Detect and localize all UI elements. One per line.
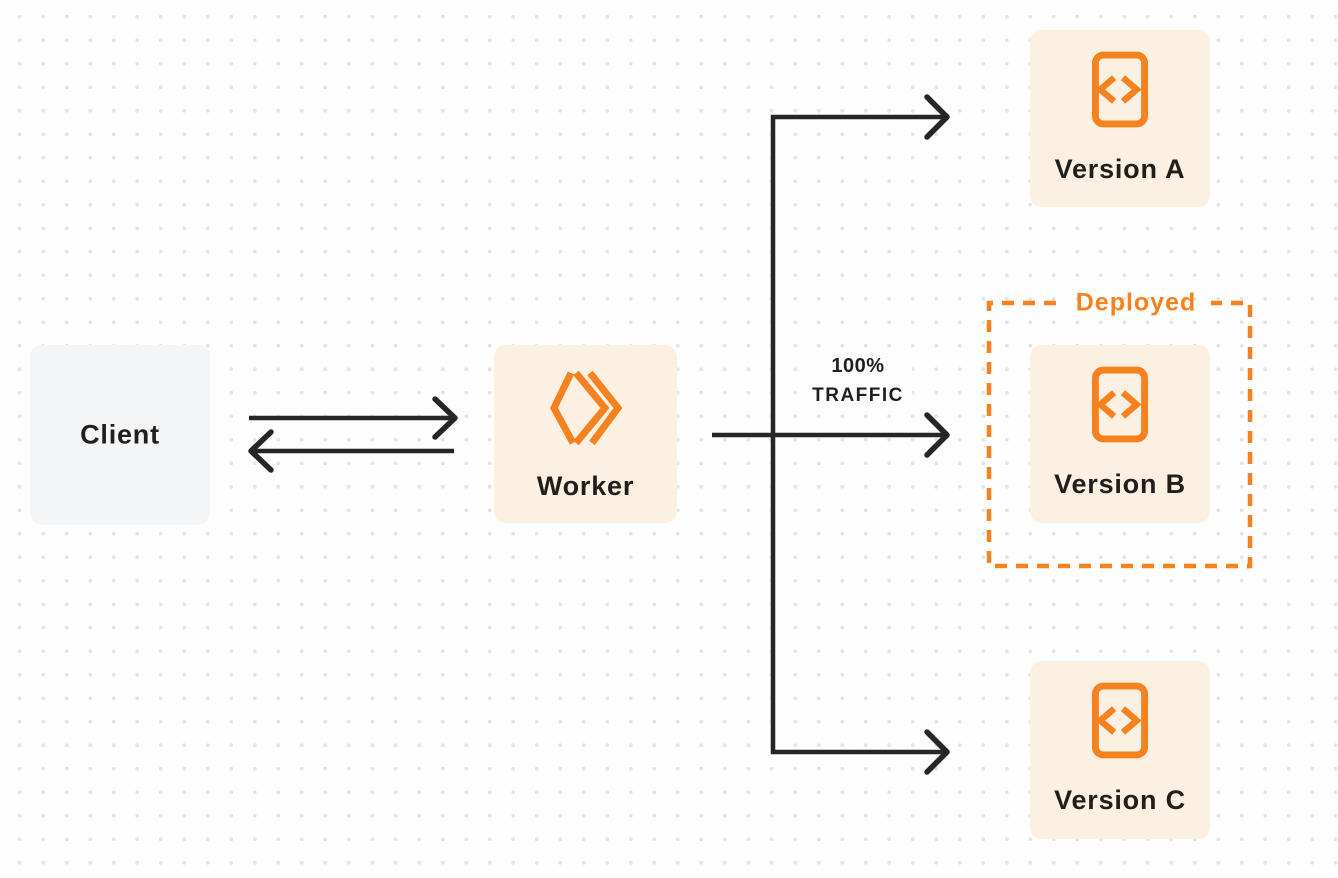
traffic-annotation: 100% TRAFFIC — [804, 349, 912, 413]
workers-logo-icon — [549, 370, 622, 446]
client-node-label: Client — [80, 419, 160, 450]
deployed-group-label: Deployed — [1075, 288, 1197, 317]
code-file-icon — [1091, 366, 1149, 443]
version-c-node-label: Version C — [1054, 785, 1186, 815]
version-a-arrowhead-icon — [924, 94, 950, 140]
version-a-node-label: Version A — [1054, 154, 1186, 184]
traffic-word-label: TRAFFIC — [812, 385, 904, 406]
client-to-worker-arrowhead-icon — [432, 396, 458, 440]
version-b-node-label: Version B — [1054, 469, 1186, 499]
version-a-node: Version A — [1030, 30, 1210, 207]
version-b-arrowhead-icon — [924, 412, 950, 458]
code-file-icon — [1091, 682, 1149, 759]
worker-to-client-arrowhead-icon — [248, 429, 274, 473]
worker-node-label: Worker — [536, 471, 635, 501]
branch-spine-line — [770, 114, 944, 755]
version-c-arrowhead-icon — [924, 729, 950, 775]
worker-node: Worker — [494, 345, 677, 523]
version-b-node: Version B — [1030, 345, 1210, 523]
version-c-node: Version C — [1030, 661, 1210, 839]
client-node: Client — [30, 345, 210, 525]
traffic-percent-label: 100% — [831, 355, 885, 377]
code-file-icon — [1091, 51, 1149, 128]
